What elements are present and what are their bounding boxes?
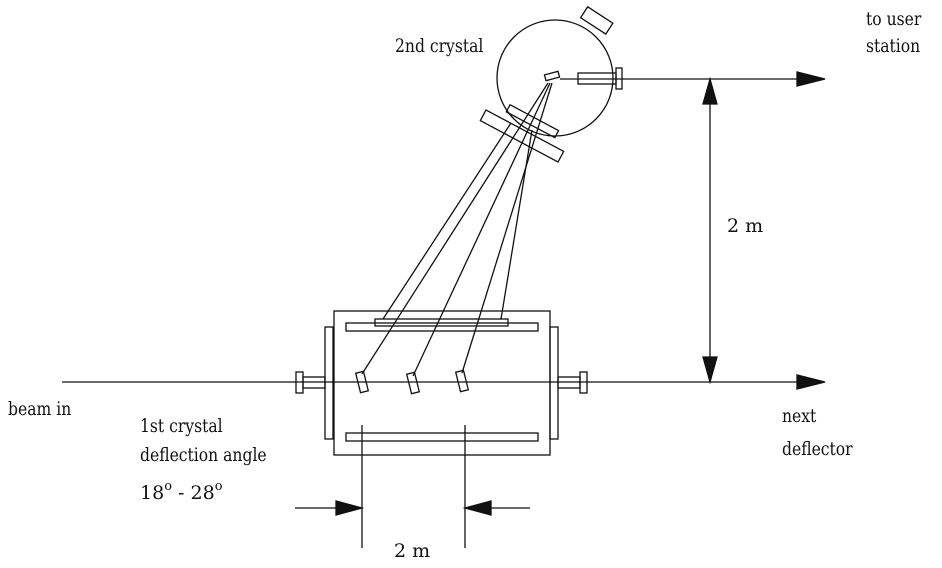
- first-crystal-label: 1st crystal: [140, 415, 223, 437]
- vertical-dimension: [702, 76, 718, 385]
- degree-symbol-b: o: [214, 479, 223, 494]
- angle-separator: -: [172, 482, 191, 504]
- beam-arrowhead: [796, 374, 826, 390]
- angle-max: 28: [190, 482, 215, 504]
- next-deflector-label-line2: deflector: [782, 438, 853, 460]
- user-arrowhead: [796, 71, 826, 87]
- first-crystal-chamber: [295, 310, 588, 456]
- to-user-label-line1: to user: [866, 8, 922, 30]
- degree-symbol-a: o: [164, 479, 173, 494]
- first-crystals: [354, 369, 470, 395]
- angle-min: 18: [140, 482, 165, 504]
- second-crystal-chamber: [479, 5, 623, 163]
- second-crystal-label: 2nd crystal: [395, 35, 484, 57]
- to-user-label-line2: station: [866, 35, 921, 57]
- angle-range-label: 18o - 28o: [140, 479, 223, 507]
- next-deflector-label-line1: next: [782, 405, 817, 427]
- horizontal-dimension-label: 2 m: [394, 540, 431, 562]
- vertical-dimension-label: 2 m: [727, 215, 764, 237]
- beam-in-label: beam in: [8, 398, 72, 420]
- deflection-angle-label: deflection angle: [140, 444, 267, 466]
- horizontal-dimension: [295, 425, 530, 548]
